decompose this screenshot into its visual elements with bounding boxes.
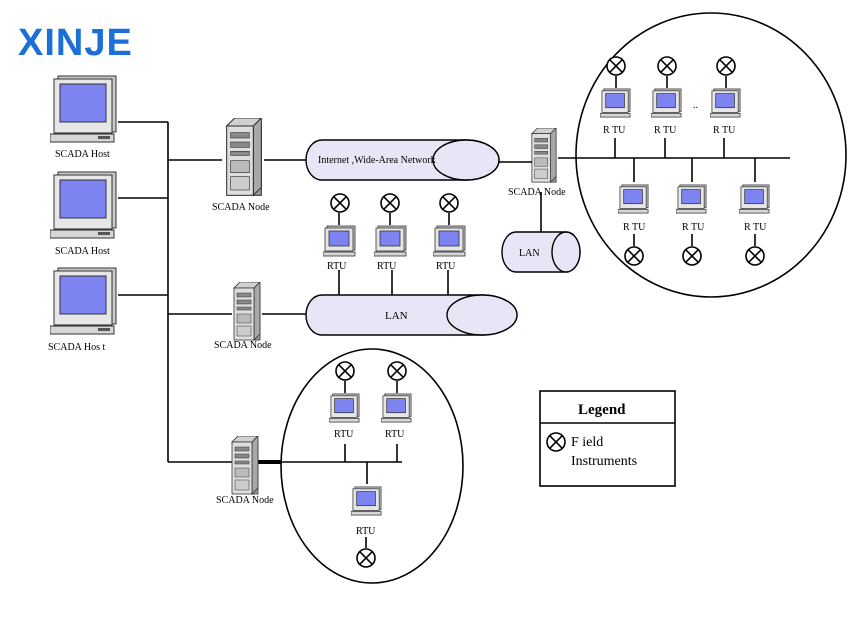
host-label: SCADA Hos t	[48, 342, 105, 353]
field-instrument-icon	[546, 432, 566, 452]
rtu-label: RTU	[327, 261, 347, 272]
scada-node-lan: SCADA Node	[214, 282, 272, 351]
monitor-icon	[50, 267, 117, 335]
rtu-monitor-icon	[600, 88, 631, 118]
wan-cylinder: Internet ,Wide-Area Network	[305, 139, 500, 181]
remote-rtu-2: R TU	[651, 56, 682, 136]
rtu-monitor-icon	[618, 184, 649, 214]
lan-rtu-1: RTU	[323, 193, 356, 272]
rtu-monitor-icon	[329, 393, 360, 423]
legend-line-1: F ield	[571, 435, 603, 450]
scada-host-3: SCADA Hos t	[48, 267, 117, 353]
lan-main-rtu-wires	[338, 270, 449, 295]
scada-host-1: SCADA Host	[50, 75, 117, 160]
rtu-monitor-icon	[651, 88, 682, 118]
remote-site-ellipse	[558, 12, 847, 298]
remote-rtu-3: R TU	[710, 56, 741, 136]
field-rtu-1: RTU	[329, 361, 360, 440]
remote-rtu-5: R TU	[676, 184, 707, 266]
wan-label: Internet ,Wide-Area Network	[318, 155, 436, 166]
node-label: SCADA Node	[216, 495, 274, 506]
rtu-monitor-icon	[351, 486, 382, 516]
scada-node-wan: SCADA Node	[212, 118, 270, 213]
monitor-icon	[50, 75, 117, 143]
field-instrument-icon	[716, 56, 736, 76]
rtu-label: RTU	[377, 261, 397, 272]
monitor-icon	[50, 171, 117, 239]
node-label: SCADA Node	[212, 202, 270, 213]
server-tower-icon	[226, 118, 262, 196]
field-instrument-icon	[682, 246, 702, 266]
legend-title: Legend	[578, 402, 626, 418]
lan-main-label: LAN	[385, 310, 408, 322]
node-label: SCADA Node	[214, 340, 272, 351]
lan-small-label: LAN	[519, 248, 540, 259]
rtu-label: RTU	[334, 429, 354, 440]
rtu-label: RTU	[356, 526, 376, 537]
field-instrument-icon	[745, 246, 765, 266]
scada-node-remote: SCADA Node	[508, 128, 566, 198]
scada-host-2: SCADA Host	[50, 171, 117, 257]
rtu-label: R TU	[623, 222, 646, 233]
lan-rtu-2: RTU	[374, 193, 407, 272]
lan-small-cylinder: LAN	[501, 192, 581, 273]
field-rtu-2: RTU	[381, 361, 412, 440]
field-instrument-icon	[439, 193, 459, 213]
rtu-monitor-icon	[374, 225, 407, 257]
xinje-logo: XINJE	[18, 22, 133, 64]
lan-rtu-3: RTU	[433, 193, 466, 272]
remote-rtu-6: R TU	[739, 184, 770, 266]
scada-node-field: SCADA Node	[216, 436, 274, 506]
rtu-label: R TU	[603, 125, 626, 136]
rtu-label: R TU	[682, 222, 705, 233]
field-instrument-icon	[356, 548, 376, 568]
field-instrument-icon	[624, 246, 644, 266]
field-rtu-3: RTU	[351, 486, 382, 568]
host-label: SCADA Host	[55, 246, 110, 257]
remote-rtu-4: R TU	[618, 184, 649, 266]
server-tower-icon	[233, 282, 261, 341]
rtu-monitor-icon	[433, 225, 466, 257]
server-tower-icon	[531, 128, 557, 183]
legend-line-2: Instruments	[571, 454, 637, 469]
field-site-ellipse	[280, 348, 464, 584]
rtu-monitor-icon	[676, 184, 707, 214]
field-instrument-icon	[657, 56, 677, 76]
ellipsis-text: ..	[693, 100, 698, 111]
host-label: SCADA Host	[55, 149, 110, 160]
rtu-label: R TU	[654, 125, 677, 136]
rtu-monitor-icon	[739, 184, 770, 214]
rtu-monitor-icon	[381, 393, 412, 423]
lan-main-cylinder: LAN	[305, 294, 518, 336]
field-instrument-icon	[330, 193, 350, 213]
rtu-monitor-icon	[710, 88, 741, 118]
rtu-label: RTU	[436, 261, 456, 272]
remote-rtu-1: R TU	[600, 56, 631, 136]
server-tower-icon	[231, 436, 259, 495]
field-instrument-icon	[387, 361, 407, 381]
legend-box: Legend F ield Instruments	[539, 390, 676, 487]
host-wiring	[118, 121, 402, 484]
field-instrument-icon	[606, 56, 626, 76]
rtu-label: R TU	[744, 222, 767, 233]
rtu-label: R TU	[713, 125, 736, 136]
rtu-label: RTU	[385, 429, 405, 440]
node-label: SCADA Node	[508, 187, 566, 198]
rtu-monitor-icon	[323, 225, 356, 257]
field-instrument-icon	[380, 193, 400, 213]
field-instrument-icon	[335, 361, 355, 381]
